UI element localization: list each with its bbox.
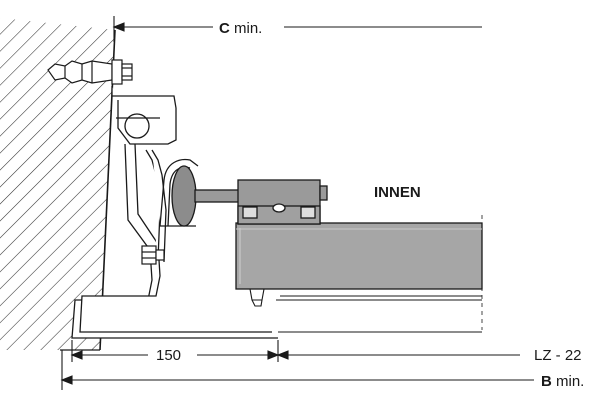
- floor-guide: [249, 288, 482, 333]
- bracket-screw: [141, 245, 165, 265]
- mounting-block: [237, 179, 328, 225]
- c-min-label: C min.: [219, 20, 262, 37]
- mounting-bracket: [71, 86, 278, 339]
- rubber-bumper: [171, 165, 240, 227]
- dimension-150-label: 150: [156, 347, 181, 364]
- innen-label: INNEN: [374, 184, 421, 201]
- dimension-lz-label: LZ - 22: [534, 347, 582, 364]
- dimension-lz: [276, 215, 520, 360]
- door-leaf: [235, 222, 483, 290]
- wall-anchor: [47, 59, 133, 85]
- dimension-c-min: [112, 16, 482, 42]
- dimension-150: [70, 340, 280, 362]
- b-min-label: B min.: [541, 373, 584, 390]
- dimension-b-min: [60, 350, 534, 390]
